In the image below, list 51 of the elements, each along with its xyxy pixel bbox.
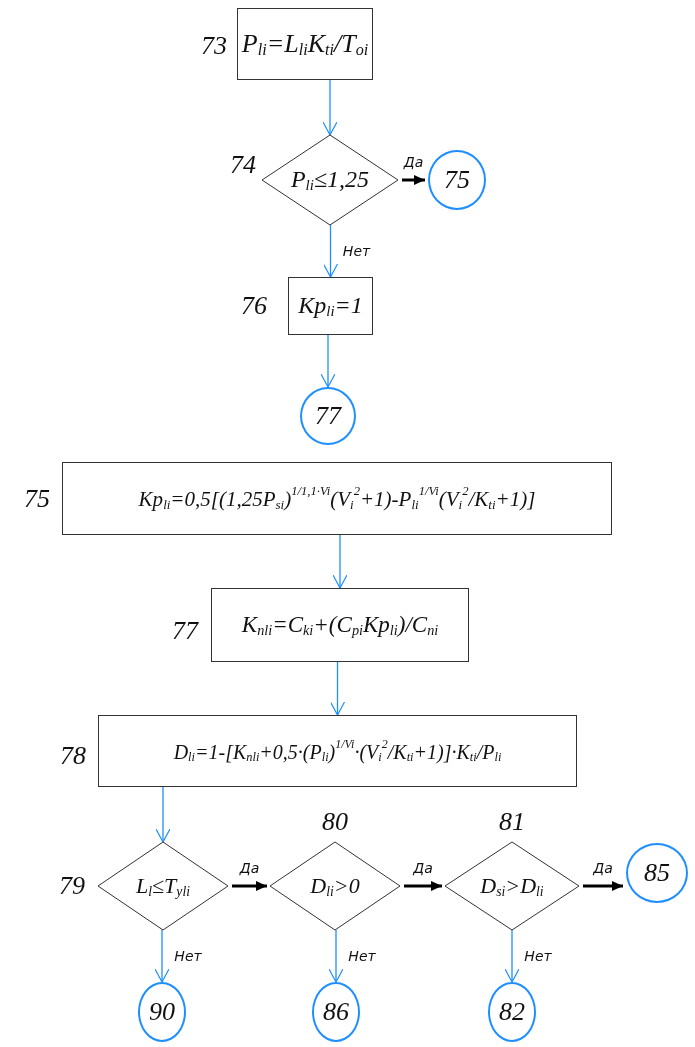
step-number: 80 bbox=[322, 807, 348, 837]
connector-number: 90 bbox=[149, 997, 175, 1027]
connector-circle bbox=[300, 387, 356, 445]
arrow bbox=[402, 175, 425, 185]
arrow bbox=[332, 534, 348, 589]
formula: L$_{l}$≤T$_{yli}$ bbox=[136, 873, 190, 899]
connector-circle bbox=[138, 982, 186, 1042]
edge-label: Нет bbox=[524, 948, 552, 964]
step-number: 74 bbox=[230, 150, 256, 180]
step-number: 78 bbox=[60, 741, 86, 771]
connector-number: 77 bbox=[315, 401, 341, 431]
arrow bbox=[155, 786, 171, 843]
formula: K$_{nli}$=C$_{ki}$+(C$_{pi}$Kp$_{li}$)/C$_{ni}$ bbox=[241, 611, 439, 639]
arrow bbox=[328, 929, 344, 983]
formula: P$_{li}$≤1,25 bbox=[290, 166, 370, 194]
formula: D$_{si}$>D$_{li}$ bbox=[480, 873, 544, 899]
edge-label: Да bbox=[403, 154, 424, 170]
formula: Kp$_{li}$=1 bbox=[298, 292, 363, 320]
formula: D$_{li}$>0 bbox=[310, 873, 360, 899]
arrow bbox=[154, 929, 170, 983]
arrow bbox=[404, 881, 442, 891]
step-number: 79 bbox=[59, 871, 85, 901]
arrow bbox=[320, 334, 336, 388]
connector-number: 85 bbox=[644, 858, 670, 888]
edge-label: Нет bbox=[342, 243, 371, 259]
step-number: 77 bbox=[172, 616, 198, 646]
connector-circle bbox=[312, 982, 360, 1042]
arrow bbox=[232, 881, 267, 891]
formula: Kp$_{li}$=0,5[(1,25P$_{si}$)$^{1/1,1·Vi}$(V$_{i}$$^{2}$+1)-P$_{li}$$^{1/Vi}$(V$_{i}$$^{2}$/K$_{ti}$+1)] bbox=[138, 484, 536, 513]
arrow bbox=[583, 881, 623, 891]
step-number: 76 bbox=[241, 291, 267, 321]
formula: D$_{li}$=1-[K$_{nli}$+0,5·(P$_{li}$)$^{1/Vi}$·(V$_{i}$$^{2}$/K$_{ti}$+1)]·K$_{ti}$/P$_{li}$ bbox=[173, 737, 502, 765]
arrow bbox=[322, 79, 338, 136]
edge-label: Да bbox=[239, 860, 260, 876]
edge-label: Нет bbox=[174, 948, 202, 964]
arrow bbox=[329, 661, 346, 716]
connector-number: 86 bbox=[323, 997, 349, 1027]
connector-number: 82 bbox=[499, 997, 525, 1027]
arrow bbox=[322, 224, 339, 278]
step-number: 73 bbox=[201, 31, 227, 61]
connector-circle bbox=[626, 843, 688, 903]
connector-circle bbox=[428, 150, 486, 210]
step-number: 81 bbox=[499, 807, 525, 837]
formula: P$_{li}$=L$_{li}$K$_{ti}$/T$_{oi}$ bbox=[241, 29, 369, 59]
edge-label: Да bbox=[413, 860, 433, 876]
edge-label: Нет bbox=[348, 948, 376, 964]
connector-number: 75 bbox=[444, 165, 470, 195]
edge-label: Да bbox=[593, 860, 613, 876]
connector-circle bbox=[488, 982, 536, 1042]
arrow bbox=[504, 929, 520, 983]
step-number: 75 bbox=[24, 484, 50, 514]
